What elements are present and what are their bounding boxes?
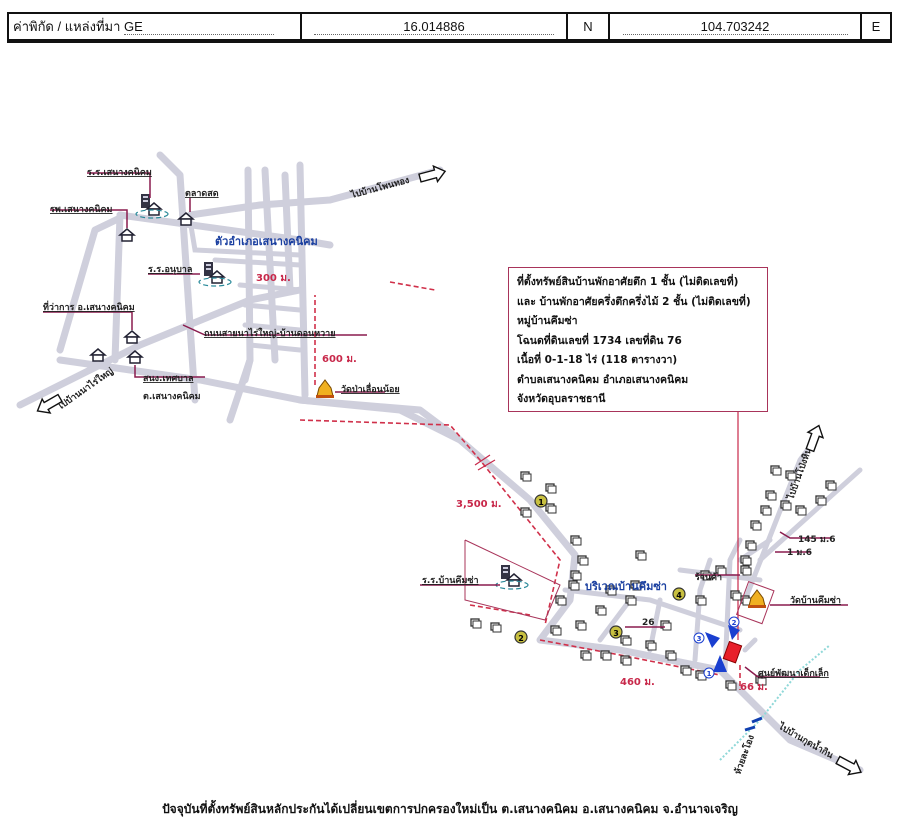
label-temple-khum: วัดบ้านคึมซ่า (790, 595, 841, 606)
label-town: ตัวอำเภอเสนางคนิคม (215, 235, 318, 248)
longitude-cell: 104.703242 (610, 14, 862, 39)
distance-3500: 3,500 ม. (456, 499, 502, 510)
latitude-value: 16.014886 (314, 19, 554, 35)
temple-icon (315, 379, 335, 399)
svg-text:1: 1 (707, 670, 712, 678)
photo-point-2: 2 (728, 616, 740, 640)
label-house-1: 1 ม.6 (787, 548, 812, 558)
label-district-office: ที่ว่าการ อ.เสนางคนิคม (43, 300, 135, 313)
info-line: และ บ้านพักอาศัยครึ่งตึกครึ่งไม้ 2 ชั้น … (517, 295, 751, 308)
label-creek: ห้วยละโอง (732, 733, 757, 776)
village-roads (296, 396, 864, 774)
bridge-icon (751, 716, 763, 724)
marker-3: 3 (609, 625, 623, 639)
label-shop: ร้านค้า (695, 572, 722, 583)
label-kindergarten: ร.ร.อนุบาล (148, 265, 192, 275)
marker-4: 4 (672, 587, 686, 601)
building-icon (90, 348, 106, 362)
label-temple-pa: วัดป่าเลื่อนน้อย (341, 382, 400, 395)
distance-460: 460 ม. (620, 677, 655, 688)
distance-600: 600 ม. (322, 354, 357, 365)
coordinate-label: ค่าพิกัด / แหล่งที่มา (13, 19, 121, 34)
property-info-box: ที่ตั้งทรัพย์สินบ้านพักอาศัยตึก 1 ชั้น (… (508, 267, 768, 412)
marker-2: 2 (514, 630, 528, 644)
info-line: โฉนดที่ดินเลขที่ 1734 เลขที่ดิน 76 (517, 334, 682, 347)
leader-lines (43, 172, 848, 678)
longitude-value: 104.703242 (622, 19, 848, 35)
bridge-icon (744, 725, 756, 732)
creek-line (719, 644, 831, 761)
label-school-khum: ร.ร.บ้านคึมซ่า (422, 575, 479, 586)
coordinate-header: ค่าพิกัด / แหล่งที่มา GE 16.014886 N 104… (7, 12, 892, 43)
source-cell: ค่าพิกัด / แหล่งที่มา GE (9, 14, 302, 39)
marker-1: 1 (534, 494, 548, 508)
district-office-icon (124, 330, 140, 344)
label-child-center: ศูนย์พัฒนาเด็กเล็ก (758, 666, 829, 679)
temple-icon (747, 589, 767, 609)
label-school-senang: ร.ร.เสนางคนิคม (87, 167, 152, 178)
svg-text:3: 3 (697, 635, 702, 643)
info-line: จังหวัดอุบลราชธานี (517, 393, 606, 405)
property-marker (722, 640, 743, 664)
label-house-26: 26 (642, 618, 655, 628)
distance-300: 300 ม. (256, 273, 291, 284)
svg-text:2: 2 (732, 619, 737, 627)
photo-point-1: 1 (703, 655, 727, 679)
svg-text:3: 3 (613, 629, 619, 638)
photo-point-3: 3 (693, 632, 720, 648)
info-line: ตำบลเสนางคนิคม อำเภอเสนางคนิคม (517, 373, 689, 386)
svg-text:2: 2 (518, 634, 524, 643)
lat-unit: N (583, 19, 593, 34)
school-icon (199, 262, 231, 286)
label-municipal-office: สนง.เทศบาล (143, 374, 193, 384)
school-icon (496, 565, 528, 589)
info-line: หมู่บ้านคึมซ่า (517, 315, 578, 327)
info-line: ที่ตั้งทรัพย์สินบ้านพักอาศัยตึก 1 ชั้น (… (517, 276, 739, 288)
lon-unit-cell: E (862, 14, 890, 39)
label-road-name: ถนนสายนาไร่ใหญ่-บ้านดอนหวาย (204, 327, 336, 339)
dir-kut-nam-kin: ไปบ้านกุดน้ำกิน (776, 719, 837, 762)
source-value: GE (124, 19, 275, 35)
dir-phon-thong: ไปบ้านโพนทอง (349, 174, 411, 201)
latitude-cell: 16.014886 (302, 14, 568, 39)
label-hospital: รพ.เสนางคนิคม (50, 204, 113, 215)
arrow-icon (801, 422, 828, 454)
label-village: บริเวณบ้านคึมซ่า (585, 580, 667, 593)
distance-66: 66 ม. (740, 682, 768, 693)
lon-unit: E (871, 19, 881, 34)
lat-unit-cell: N (568, 14, 610, 39)
caption: ปัจจุบันที่ตั้งทรัพย์สินหลักประกันได้เปล… (162, 802, 738, 816)
arrow-icon (833, 752, 866, 780)
label-house-145: 145 ม.6 (798, 535, 836, 545)
school-khum-boundary (464, 539, 561, 621)
town-roads (16, 151, 464, 444)
label-market: ตลาดสด (185, 189, 219, 199)
label-tambon: ต.เสนางคนิคม (143, 391, 201, 402)
svg-text:4: 4 (676, 591, 682, 600)
svg-text:1: 1 (538, 498, 544, 507)
arrow-icon (417, 162, 448, 187)
info-line: เนื้อที่ 0-1-18 ไร่ (118 ตารางวา) (517, 354, 678, 366)
